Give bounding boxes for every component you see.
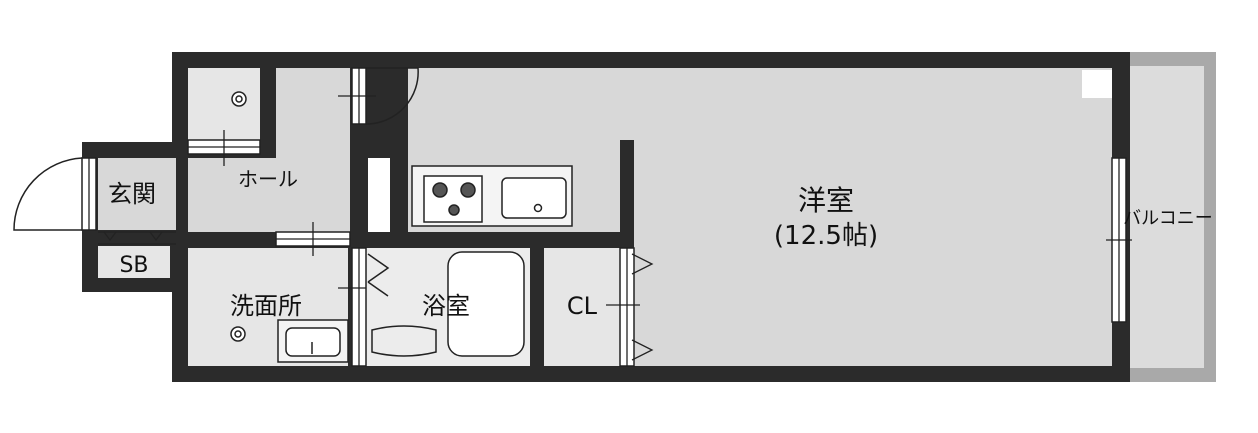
western-room-label: 洋室 [798, 184, 854, 217]
washroom-label: 洗面所 [230, 292, 302, 320]
room-floors [98, 68, 1112, 366]
wash-basin [285, 327, 341, 357]
hall-label: ホール [238, 167, 298, 191]
closet-label: CL [567, 292, 598, 320]
shoe-box-label: SB [119, 253, 148, 278]
closet-fold-marks [631, 253, 654, 361]
hall-lower-floor [188, 158, 350, 232]
washroom-fixtures [230, 319, 349, 363]
room-labels: 玄関 SB ホール 洗面所 浴室 CL 洋室 (12.5帖) バルコニー [108, 167, 1213, 320]
door-swings [13, 67, 419, 231]
burner-center-icon [448, 204, 460, 216]
bath-door-fold [367, 253, 390, 297]
western-room-upper-floor [408, 68, 634, 140]
bathtub [447, 251, 525, 357]
burner-right-icon [460, 182, 476, 198]
sink-drain-icon [533, 203, 543, 213]
kitchen [411, 165, 573, 227]
bathroom-fixtures [367, 251, 525, 357]
toilet-drain-icon [231, 91, 247, 107]
entrance-door-swing [13, 157, 83, 231]
entrance-label: 玄関 [108, 180, 156, 208]
entrance-floor [98, 158, 176, 230]
fridge-space [368, 158, 390, 232]
pipe-shaft [1082, 70, 1112, 98]
western-room-size-label: (12.5帖) [774, 221, 878, 251]
opening-ticks [88, 68, 1132, 366]
shoe-box [98, 231, 176, 245]
bathroom-label: 浴室 [422, 292, 470, 320]
burner-left-icon [432, 182, 448, 198]
toilet-fixture [231, 91, 247, 107]
balcony-area [1130, 52, 1216, 382]
closet-floor [544, 248, 620, 366]
shoe-box-floor [98, 246, 170, 278]
bath-basin-curve [371, 325, 437, 357]
western-room-floor [634, 68, 1112, 366]
washer-drain-icon [230, 326, 246, 342]
room-door-swing [365, 67, 419, 125]
balcony-label: バルコニー [1123, 208, 1213, 229]
balcony-inner [1130, 66, 1204, 368]
kitchen-sink [501, 177, 567, 219]
